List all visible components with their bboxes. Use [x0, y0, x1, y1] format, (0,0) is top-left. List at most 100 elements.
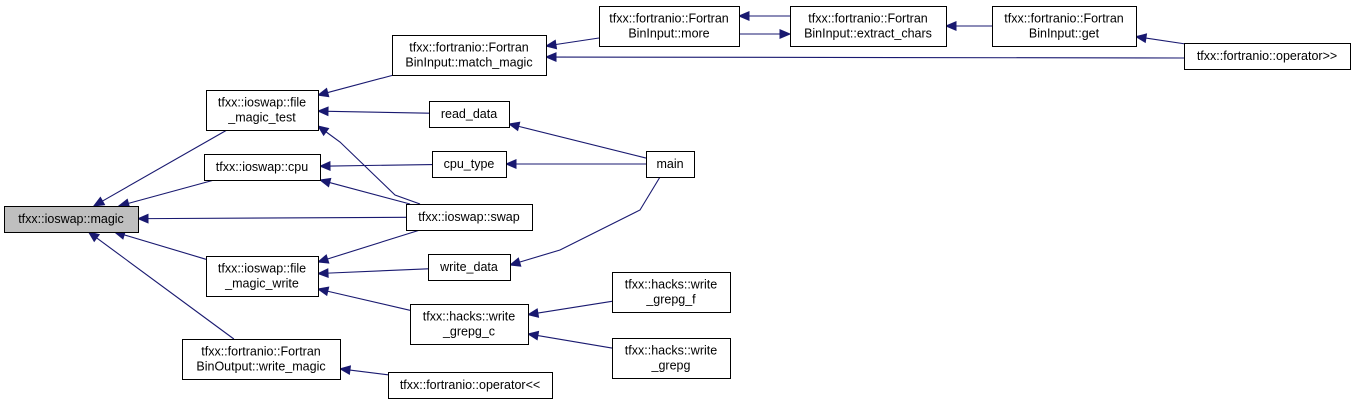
node-label: _magic_test — [227, 111, 296, 125]
node-label: cpu_type — [444, 157, 495, 171]
edge-swap-to-file-magic-write — [327, 229, 421, 260]
node-label: main — [656, 157, 683, 171]
node-extract-chars[interactable]: tfxx::fortranio::FortranBinInput::extrac… — [790, 6, 947, 47]
node-label: tfxx::hacks::write — [423, 310, 515, 324]
node-cpu[interactable]: tfxx::ioswap::cpu — [204, 154, 321, 181]
edge-main-to-read-data — [518, 125, 647, 159]
arrowhead-op-in-to-get — [1134, 33, 1148, 44]
node-box — [206, 256, 319, 297]
node-label: tfxx::fortranio::Fortran — [409, 41, 529, 55]
node-box — [392, 35, 547, 76]
node-box — [4, 206, 139, 233]
arrowhead-more-to-extract-chars — [779, 29, 792, 39]
node-cpu-type[interactable]: cpu_type — [432, 151, 507, 178]
edge-op-in-to-get — [1145, 37, 1185, 45]
node-op-in[interactable]: tfxx::fortranio::operator>> — [1184, 43, 1351, 70]
arrowhead-main-to-read-data — [507, 121, 521, 132]
node-label: _grepg — [651, 359, 691, 373]
arrowhead-op-in-to-match-magic — [544, 52, 557, 62]
node-label: tfxx::fortranio::Fortran — [609, 12, 729, 26]
node-box — [612, 338, 731, 379]
node-box — [182, 339, 341, 380]
edge-main-to-write-data — [519, 176, 661, 263]
node-label: tfxx::fortranio::Fortran — [201, 345, 321, 359]
edge-cpu-to-magic — [128, 179, 215, 204]
edge-op-out-to-write-magic — [349, 369, 389, 376]
node-label: tfxx::ioswap::file — [218, 96, 306, 110]
arrowhead-swap-to-file-magic-write — [316, 254, 330, 264]
node-label: BinInput::match_magic — [405, 56, 532, 70]
node-match-magic[interactable]: tfxx::fortranio::FortranBinInput::match_… — [392, 35, 547, 76]
node-write-grepg-c[interactable]: tfxx::hacks::write_grepg_c — [410, 304, 529, 345]
edge-read-data-to-file-magic-test — [327, 110, 430, 114]
arrowhead-swap-to-magic — [136, 213, 149, 224]
edge-op-in-to-match-magic — [555, 56, 1185, 59]
node-label: _magic_write — [224, 277, 299, 291]
edge-swap-to-cpu — [329, 182, 411, 205]
node-label: tfxx::fortranio::operator>> — [1197, 49, 1337, 63]
arrowhead-file-magic-test-to-magic — [92, 196, 106, 207]
edges-layer — [87, 11, 1185, 376]
node-op-out[interactable]: tfxx::fortranio::operator<< — [388, 372, 553, 399]
node-box — [429, 101, 510, 128]
arrowhead-swap-to-file-magic-test — [316, 125, 330, 137]
node-box — [992, 6, 1137, 47]
node-write-grepg-f[interactable]: tfxx::hacks::write_grepg_f — [612, 272, 731, 313]
arrowhead-write-magic-to-magic — [87, 231, 101, 243]
node-file-magic-write[interactable]: tfxx::ioswap::file_magic_write — [206, 256, 319, 297]
node-swap[interactable]: tfxx::ioswap::swap — [406, 204, 533, 231]
arrowhead-read-data-to-file-magic-test — [316, 106, 329, 117]
arrowhead-cpu-type-to-cpu — [318, 161, 331, 171]
arrowhead-write-grepg-c-to-file-magic-write — [316, 286, 330, 297]
node-box — [410, 304, 529, 345]
node-label: BinOutput::write_magic — [196, 360, 325, 374]
node-label: tfxx::ioswap::magic — [18, 212, 124, 226]
node-label: tfxx::fortranio::Fortran — [1004, 12, 1124, 26]
arrowhead-main-to-cpu-type — [504, 159, 517, 169]
node-main[interactable]: main — [646, 151, 695, 178]
node-magic[interactable]: tfxx::ioswap::magic — [4, 206, 139, 233]
arrowhead-extract-chars-to-more — [737, 11, 750, 21]
edge-write-grepg-f-to-write-grepg-c — [537, 300, 613, 314]
node-label: tfxx::fortranio::Fortran — [808, 12, 928, 26]
node-label: _grepg_c — [442, 325, 495, 339]
node-box — [599, 6, 740, 47]
arrowhead-write-grepg-f-to-write-grepg-c — [526, 308, 540, 318]
arrowhead-more-to-match-magic — [544, 39, 558, 50]
node-label: BinInput::more — [628, 27, 709, 41]
node-box — [388, 372, 553, 399]
edge-write-grepg-c-to-file-magic-write — [327, 290, 411, 311]
edge-swap-to-file-magic-test — [325, 131, 421, 205]
node-label: tfxx::hacks::write — [625, 344, 717, 358]
arrowhead-write-data-to-file-magic-write — [316, 268, 329, 279]
edge-file-magic-test-to-magic — [102, 129, 228, 202]
arrowhead-main-to-write-data — [508, 257, 522, 267]
edge-match-magic-to-file-magic-test — [327, 74, 394, 94]
node-box — [646, 151, 695, 178]
node-label: BinInput::extract_chars — [804, 27, 932, 41]
node-label: tfxx::ioswap::cpu — [216, 160, 308, 174]
node-box — [432, 151, 507, 178]
edge-write-grepg-to-write-grepg-c — [537, 335, 613, 349]
node-file-magic-test[interactable]: tfxx::ioswap::file_magic_test — [206, 90, 319, 131]
edge-file-magic-write-to-magic — [123, 234, 207, 260]
edge-write-magic-to-magic — [96, 237, 235, 340]
node-label: tfxx::fortranio::operator<< — [400, 378, 540, 392]
node-box — [428, 254, 511, 281]
node-box — [790, 6, 947, 47]
node-write-grepg[interactable]: tfxx::hacks::write_grepg — [612, 338, 731, 379]
node-box — [406, 204, 533, 231]
node-label: tfxx::hacks::write — [625, 278, 717, 292]
node-box — [206, 90, 319, 131]
node-box — [1184, 43, 1351, 70]
node-label: write_data — [439, 260, 498, 274]
node-write-data[interactable]: write_data — [428, 254, 511, 281]
node-write-magic[interactable]: tfxx::fortranio::FortranBinOutput::write… — [182, 339, 341, 380]
node-read-data[interactable]: read_data — [429, 101, 510, 128]
node-box — [204, 154, 321, 181]
node-label: _grepg_f — [645, 293, 696, 307]
edge-swap-to-magic — [147, 216, 407, 220]
